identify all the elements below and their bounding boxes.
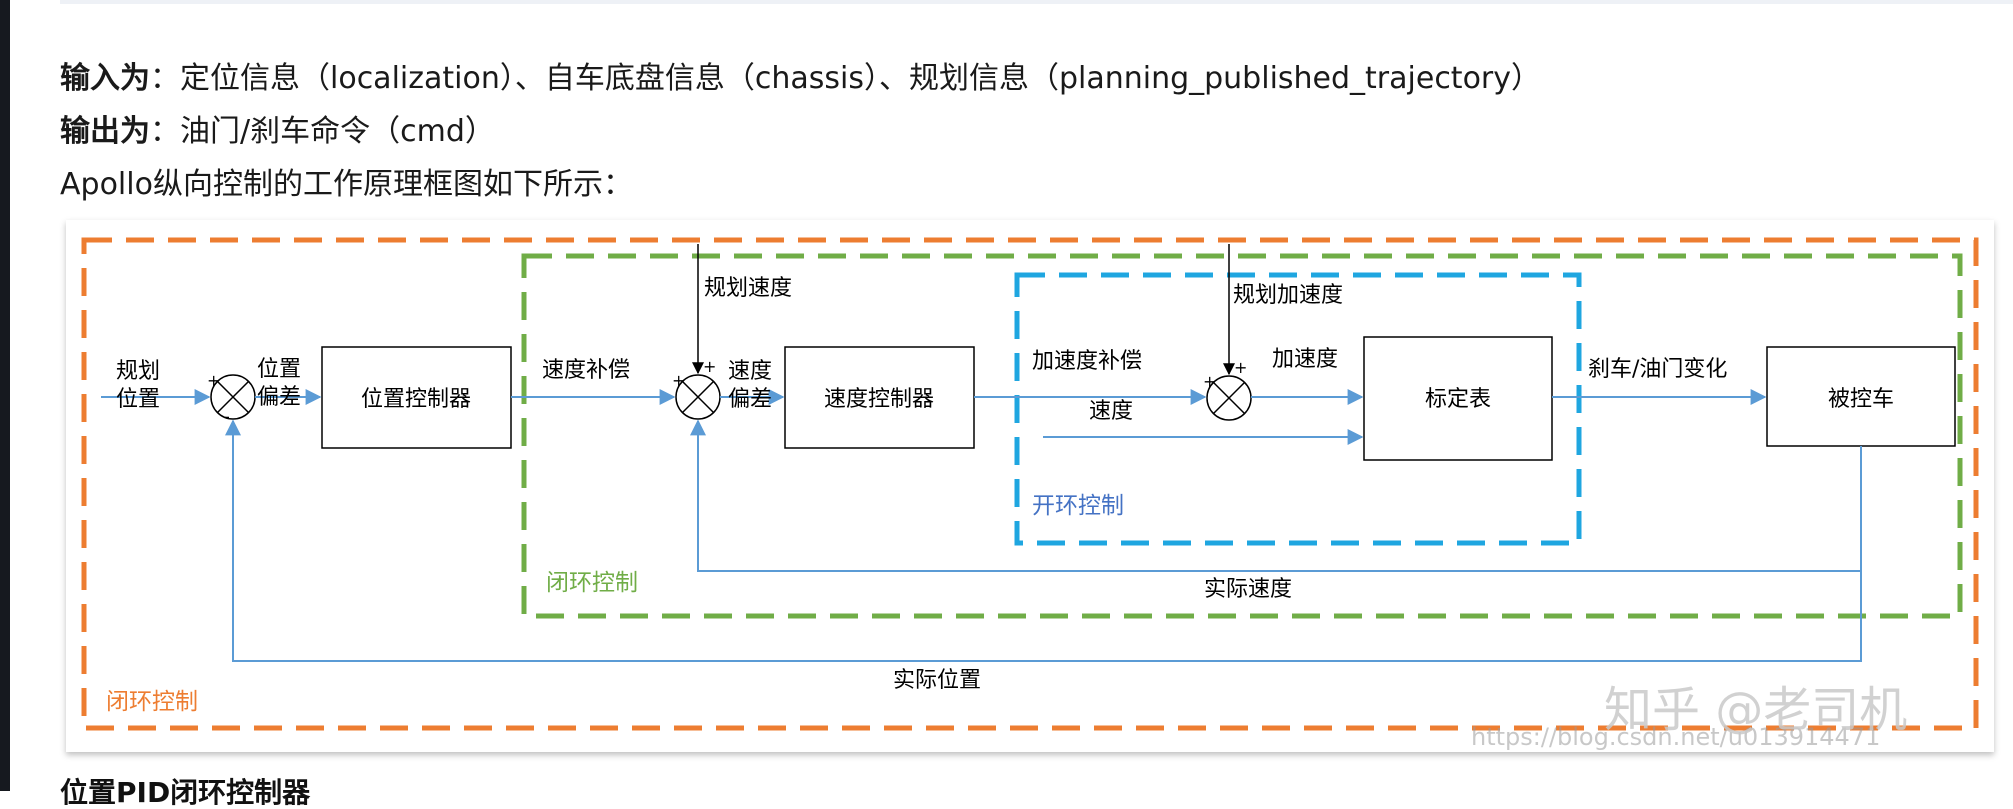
speed-input-label: 速度 — [1089, 399, 1133, 424]
actual-position-label: 实际位置 — [893, 668, 981, 693]
middle-closed-loop-label: 闭环控制 — [546, 570, 638, 596]
speed-plus-sign-left: + — [672, 371, 685, 390]
actual-position-feedback — [225, 419, 1862, 662]
open-loop-frame — [1014, 272, 1582, 546]
position-plus-sign: + — [207, 371, 220, 390]
left-dark-strip — [0, 0, 10, 791]
position-error-label-2: 偏差 — [257, 385, 301, 410]
speed-compensation-label: 速度补偿 — [542, 358, 630, 383]
middle-closed-loop-frame — [521, 253, 1963, 619]
planned-accel-label: 规划加速度 — [1233, 283, 1343, 308]
calibration-table-label: 标定表 — [1425, 387, 1491, 412]
open-loop-label: 开环控制 — [1032, 493, 1124, 519]
watermark-url: https://blog.csdn.net/u013914471 — [1471, 723, 1880, 751]
outer-closed-loop-label: 闭环控制 — [106, 689, 198, 715]
next-section-heading: 位置PID闭环控制器 — [60, 776, 311, 809]
speed-error-label-1: 速度 — [728, 359, 772, 384]
speed-plus-sign-top: + — [703, 357, 716, 376]
input-text: ：定位信息（localization）、自车底盘信息（chassis）、规划信息… — [150, 61, 1542, 96]
input-line: 输入为：定位信息（localization）、自车底盘信息（chassis）、规… — [60, 62, 1541, 96]
planned-position-label-2: 位置 — [116, 387, 160, 412]
output-text: ：油门/刹车命令（cmd） — [150, 114, 495, 149]
brake-throttle-label: 刹车/油门变化 — [1588, 357, 1727, 382]
watermark-brand: 知乎 @老司机 — [1604, 682, 1907, 738]
diagram-canvas: 位置控制器 速度控制器 标定表 被控车 规划 位置 位置 偏差 速度补偿 规划速… — [81, 237, 1979, 751]
speed-error-label-2: 偏差 — [728, 387, 772, 412]
position-error-label-1: 位置 — [257, 357, 301, 382]
output-line: 输出为：油门/刹车命令（cmd） — [60, 115, 495, 149]
calibration-table-block — [1363, 336, 1553, 461]
speed-controller-block — [784, 346, 975, 449]
planned-position-label-1: 规划 — [116, 359, 160, 384]
accel-plus-sign-left: + — [1203, 372, 1216, 391]
position-controller-block — [321, 346, 512, 449]
intro-text: Apollo纵向控制的工作原理框图如下所示： — [60, 167, 633, 202]
control-block-diagram: 位置控制器 速度控制器 标定表 被控车 规划 位置 位置 偏差 速度补偿 规划速… — [66, 220, 1994, 752]
controlled-vehicle-block — [1766, 346, 1956, 447]
outer-closed-loop-frame — [81, 237, 1979, 731]
speed-controller-label: 速度控制器 — [824, 387, 934, 412]
input-label: 输入为 — [60, 61, 150, 96]
position-minus-sign: - — [224, 407, 230, 426]
accel-label: 加速度 — [1272, 347, 1338, 372]
intro-line: Apollo纵向控制的工作原理框图如下所示： — [60, 168, 633, 202]
output-label: 输出为 — [60, 114, 150, 149]
planned-speed-label: 规划速度 — [704, 276, 792, 301]
accel-compensation-label: 加速度补偿 — [1032, 349, 1142, 374]
accel-sum-junction — [1206, 375, 1252, 421]
position-controller-label: 位置控制器 — [361, 387, 471, 412]
actual-speed-feedback — [690, 419, 1862, 572]
accel-plus-sign-top: + — [1234, 358, 1247, 377]
top-divider — [60, 0, 2013, 4]
controlled-vehicle-label: 被控车 — [1828, 387, 1894, 412]
actual-speed-label: 实际速度 — [1204, 577, 1292, 602]
